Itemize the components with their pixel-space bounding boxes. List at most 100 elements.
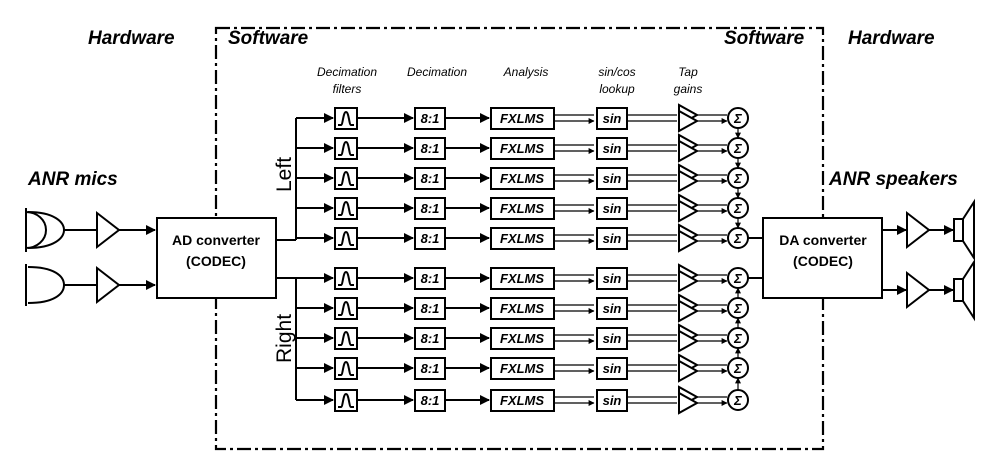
da-converter-sublabel: (CODEC)	[793, 253, 853, 269]
da-converter-box	[762, 217, 883, 299]
software-right-label: Software	[724, 28, 805, 49]
decimation-label: 8:1	[421, 361, 440, 376]
sin-lookup-label: sin	[603, 361, 622, 376]
fxlms-box	[490, 389, 555, 412]
sin-lookup-box	[596, 357, 628, 380]
sum-symbol: Σ	[733, 271, 742, 286]
header-decimation-filters: Decimation	[317, 65, 377, 79]
speaker-amp-top	[906, 210, 931, 250]
decimation-label: 8:1	[421, 141, 440, 156]
tap-gain-amp	[678, 199, 700, 223]
sin-lookup-label: sin	[603, 393, 622, 408]
decimation-label: 8:1	[421, 331, 440, 346]
sum-symbol: Σ	[733, 361, 742, 376]
right-channel-label: Right	[273, 314, 296, 363]
sum-symbol: Σ	[733, 201, 742, 216]
fxlms-label: FXLMS	[500, 141, 544, 156]
sum-symbol: Σ	[733, 141, 742, 156]
fxlms-box	[490, 227, 555, 250]
decimation-label: 8:1	[421, 171, 440, 186]
bandpass-curve-icon	[338, 270, 354, 286]
header-analysis: Analysis	[503, 65, 549, 79]
sin-lookup-label: sin	[603, 111, 622, 126]
software-left-label: Software	[228, 28, 309, 49]
fxlms-label: FXLMS	[500, 331, 544, 346]
sin-lookup-box	[596, 267, 628, 290]
sin-lookup-label: sin	[603, 271, 622, 286]
mic-bottom	[25, 264, 66, 306]
tap-gain-amp	[678, 109, 700, 133]
bandpass-curve-icon	[338, 110, 354, 126]
fxlms-label: FXLMS	[500, 111, 544, 126]
tap-gain-amp	[678, 269, 700, 293]
fxlms-label: FXLMS	[500, 231, 544, 246]
header-tap-gains-2: gains	[674, 82, 703, 96]
header-lookup: sin/cos	[598, 65, 635, 79]
decimation-label: 8:1	[421, 231, 440, 246]
fxlms-label: FXLMS	[500, 201, 544, 216]
tap-gain-amp	[678, 391, 700, 415]
fxlms-box	[490, 297, 555, 320]
channel-row: 8:1 FXLMS sin Σ	[296, 293, 749, 323]
fxlms-label: FXLMS	[500, 271, 544, 286]
bandpass-curve-icon	[338, 230, 354, 246]
sin-lookup-label: sin	[603, 331, 622, 346]
tap-gain-amp	[678, 299, 700, 323]
sin-lookup-box	[596, 137, 628, 160]
decimation-label: 8:1	[421, 393, 440, 408]
sin-lookup-box	[596, 107, 628, 130]
sin-lookup-label: sin	[603, 301, 622, 316]
tap-gain-amp	[678, 139, 700, 163]
sin-lookup-label: sin	[603, 201, 622, 216]
ad-converter-sublabel: (CODEC)	[186, 253, 246, 269]
header-tap-gains: Tap	[678, 65, 698, 79]
sin-lookup-box	[596, 327, 628, 350]
anr-mics-label: ANR mics	[27, 169, 118, 190]
speaker-bottom	[953, 258, 975, 322]
sin-lookup-box	[596, 167, 628, 190]
hardware-right-label: Hardware	[848, 28, 935, 49]
sum-symbol: Σ	[733, 111, 742, 126]
header-decimation-filters-2: filters	[333, 82, 362, 96]
sin-lookup-box	[596, 389, 628, 412]
mic-amp-top	[96, 210, 121, 250]
left-channel-label: Left	[273, 157, 296, 192]
bandpass-curve-icon	[338, 170, 354, 186]
decimation-label: 8:1	[421, 301, 440, 316]
tap-gain-amp	[678, 329, 700, 353]
bandpass-curve-icon	[338, 200, 354, 216]
header-lookup-2: lookup	[599, 82, 635, 96]
fxlms-box	[490, 267, 555, 290]
mic-top	[25, 208, 66, 252]
tap-gain-amp	[678, 169, 700, 193]
ad-converter-box	[156, 217, 277, 299]
sum-symbol: Σ	[733, 393, 742, 408]
tap-gain-amp	[678, 359, 700, 383]
sum-symbol: Σ	[733, 301, 742, 316]
sum-symbol: Σ	[733, 231, 742, 246]
header-decimation: Decimation	[407, 65, 467, 79]
fxlms-box	[490, 107, 555, 130]
sin-lookup-box	[596, 297, 628, 320]
fxlms-label: FXLMS	[500, 301, 544, 316]
sum-symbol: Σ	[733, 171, 742, 186]
speaker-amp-bottom	[906, 270, 931, 310]
tap-gain-amp	[678, 229, 700, 253]
bandpass-curve-icon	[338, 140, 354, 156]
sin-lookup-box	[596, 227, 628, 250]
speaker-top	[953, 198, 975, 262]
bandpass-curve-icon	[338, 392, 354, 408]
fxlms-box	[490, 197, 555, 220]
fxlms-box	[490, 357, 555, 380]
da-converter-label: DA converter	[779, 232, 867, 248]
fxlms-label: FXLMS	[500, 171, 544, 186]
